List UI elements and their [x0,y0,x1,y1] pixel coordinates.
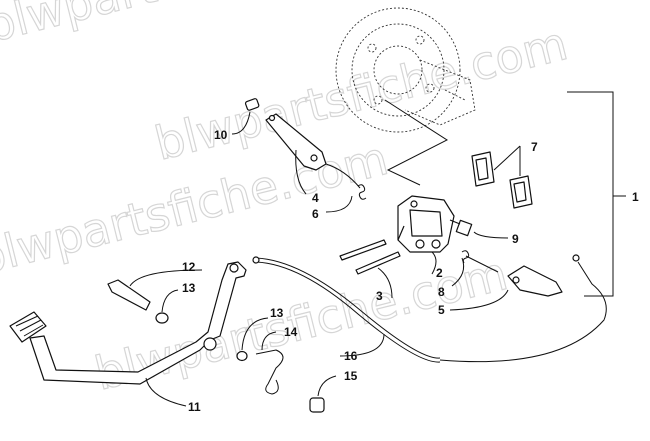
callout-11: 11 [188,400,201,414]
brake-pads-part-7 [471,151,533,209]
callout-7: 7 [531,140,538,154]
callout-16: 16 [344,349,358,363]
callout-12: 12 [182,260,196,274]
callout-2: 2 [436,266,443,280]
callout-15: 15 [344,369,358,383]
spring-part-8 [461,250,499,273]
bolt-part-9 [449,219,473,237]
caliper-part-2 [397,195,455,253]
actuator-arm-part-5 [507,265,563,297]
callout-13-a: 13 [182,281,196,295]
callout-4: 4 [312,191,319,205]
callout-3: 3 [376,289,383,303]
pins-part-3 [339,239,401,275]
callout-8: 8 [438,285,445,299]
washer-part-13-b [236,350,248,362]
callout-1-bracket [567,91,626,297]
pivot-pin-part-12 [107,279,151,311]
cap-part-10 [244,98,260,111]
bushing-part-15 [309,397,325,413]
spring-part-6 [325,163,367,200]
brake-pedal-part-11 [9,261,247,385]
callout-14: 14 [284,325,298,339]
watermark: blwpartsfiche.com blwpartsfiche.com blwp… [0,0,573,401]
washer-part-13-a [155,312,169,324]
brake-cable-part-16 [252,254,607,363]
callout-10: 10 [214,128,228,142]
callout-6: 6 [312,207,319,221]
callout-labels: 1 2 3 4 5 6 7 8 9 10 11 12 13 13 14 15 1… [182,128,639,414]
callout-5: 5 [438,303,445,317]
disc-pointer-lines [384,99,449,186]
clip-part-14 [255,349,284,395]
brake-disc-hub [335,7,476,133]
callout-13-b: 13 [270,306,284,320]
callout-1: 1 [632,190,639,204]
watermark-row: blwpartsfiche.com [90,246,513,401]
watermark-row: blwpartsfiche.com [0,0,403,53]
callout-9: 9 [512,232,519,246]
leader-lines [129,111,521,407]
